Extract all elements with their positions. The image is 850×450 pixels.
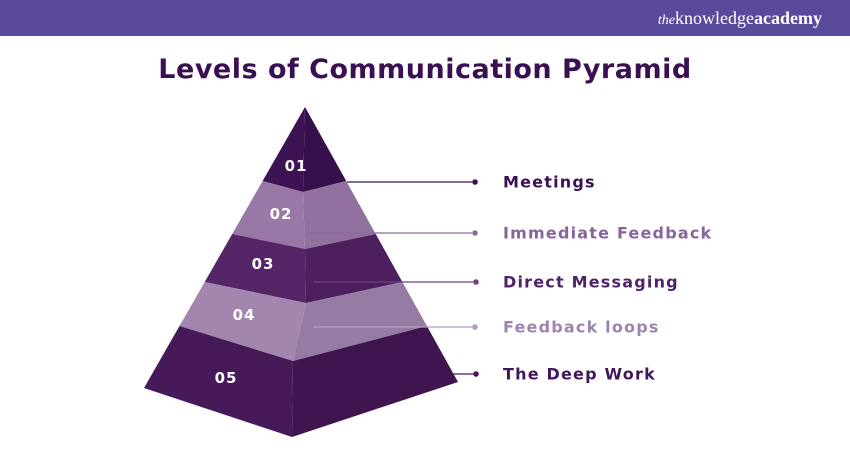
level-label-direct-messaging: Direct Messaging — [503, 272, 679, 292]
leader-dot-3 — [473, 279, 479, 285]
level-number-2: 02 — [270, 205, 293, 223]
leader-dot-2 — [472, 230, 478, 236]
pyramid-level-3-right-face — [305, 234, 403, 303]
pyramid-level-3-left-face — [204, 234, 306, 303]
logo-academy: academy — [754, 7, 822, 28]
level-label-the-deep-work: The Deep Work — [503, 364, 656, 384]
level-number-3: 03 — [252, 255, 275, 273]
leader-dot-5 — [473, 371, 479, 377]
level-number-5: 05 — [215, 369, 238, 387]
page-title: Levels of Communication Pyramid — [158, 54, 692, 85]
leader-dot-1 — [472, 179, 478, 185]
logo-the: the — [657, 12, 676, 28]
pyramid-level-4-right-face — [293, 282, 427, 361]
pyramid-level-5-left-face — [144, 326, 293, 437]
leader-dot-4 — [472, 324, 478, 330]
logo-knowledge: knowledge — [675, 7, 755, 28]
level-number-1: 01 — [285, 157, 308, 175]
pyramid-level-5-right-face — [292, 326, 458, 437]
pyramid-level-1-right-face — [303, 107, 347, 192]
level-label-feedback-loops: Feedback loops — [503, 317, 660, 337]
header-bar: theknowledgeacademy — [0, 0, 850, 36]
pyramid-level-4-left-face — [179, 282, 306, 361]
pyramid-level-2-left-face — [232, 181, 305, 249]
level-label-immediate-feedback: Immediate Feedback — [503, 223, 713, 243]
knowledge-academy-logo: theknowledgeacademy — [658, 9, 822, 28]
level-label-meetings: Meetings — [503, 172, 596, 192]
pyramid-level-2-right-face — [303, 181, 376, 249]
level-number-4: 04 — [233, 306, 256, 324]
pyramid-level-1-left-face — [262, 107, 305, 192]
